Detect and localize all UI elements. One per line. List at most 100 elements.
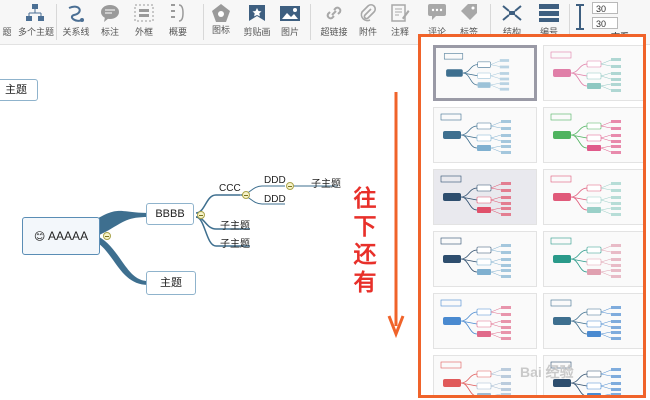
structure-icon	[502, 5, 522, 21]
numbering-label: 编号	[539, 27, 558, 37]
theme-panel[interactable]	[418, 34, 646, 398]
label-label: 标签	[459, 27, 478, 37]
label-icon	[461, 4, 477, 20]
image-icon	[280, 6, 300, 21]
branch-topic-second[interactable]: 主题	[146, 271, 196, 295]
summary-icon	[171, 4, 184, 22]
subtopic-ccc[interactable]: CCC	[219, 183, 241, 194]
multi-topic-label: 多个主题	[18, 27, 55, 37]
collapse-toggle[interactable]	[197, 211, 205, 219]
collapse-toggle[interactable]	[242, 191, 250, 199]
collapse-toggle[interactable]	[286, 182, 294, 190]
separator	[203, 4, 204, 40]
branch-topic-bbbb[interactable]: BBBB	[146, 203, 194, 225]
theme-preview-icon	[550, 361, 621, 395]
label-button[interactable]: 标签	[454, 0, 484, 44]
spacing-icon	[576, 4, 584, 30]
callout-label: 标注	[100, 27, 119, 37]
theme-preview-icon	[550, 299, 621, 340]
theme-preview-icon	[550, 51, 621, 92]
clipart-button[interactable]: 剪贴画	[240, 0, 274, 44]
central-topic-label: AAAAA	[48, 229, 89, 243]
mindmap-canvas[interactable]: 主题 😊 AAAAA BBBB 主题 CCC DDD 子主题 DDD 子主题 子…	[0, 45, 650, 400]
theme-thumbnail[interactable]	[543, 355, 643, 395]
subtopic-ddd-1[interactable]: DDD	[264, 175, 286, 186]
subtopic-ddd-2[interactable]: DDD	[264, 194, 286, 205]
theme-thumbnail[interactable]	[543, 45, 643, 101]
separator	[490, 4, 491, 40]
spacing-spinner[interactable]: 30	[592, 2, 618, 14]
branch-topic-bbbb-label: BBBB	[155, 208, 185, 220]
spacing-spinner-2[interactable]: 30	[592, 17, 618, 29]
separator	[310, 4, 311, 40]
subtopic-1[interactable]: 子主题	[220, 221, 250, 232]
hyperlink-button[interactable]: 超链接	[316, 0, 352, 44]
branch-topic-second-label: 主题	[160, 277, 182, 289]
boundary-button[interactable]: 外框	[130, 0, 158, 44]
scroll-down-annotation: 往 下 还 有	[350, 185, 380, 297]
subtopic-2[interactable]: 子主题	[220, 239, 250, 250]
notes-label: 注释	[390, 27, 409, 37]
marker-label: 图标	[211, 25, 230, 35]
structure-button[interactable]: 结构	[494, 0, 530, 44]
summary-label: 概要	[168, 27, 187, 37]
annotation-char: 下	[353, 214, 377, 240]
boundary-label: 外框	[134, 27, 153, 37]
collapse-toggle[interactable]	[103, 232, 111, 240]
theme-preview-icon	[443, 53, 510, 91]
comment-label: 评论	[427, 27, 446, 37]
relationship-label: 关系线	[62, 27, 90, 37]
hyperlink-label: 超链接	[320, 27, 348, 37]
multi-topic-button[interactable]: 多个主题	[18, 0, 55, 44]
summary-button[interactable]: 概要	[164, 0, 192, 44]
multi-topic-icon	[26, 4, 44, 21]
toolbar: 题 多个主题 关系线 标注 外框 概要 图标 剪贴画 图片 超链接 附件	[0, 0, 650, 45]
theme-preview-icon	[550, 175, 621, 216]
numbering-icon	[539, 4, 559, 22]
theme-thumbnail[interactable]	[433, 355, 537, 395]
relationship-icon	[68, 5, 84, 22]
theme-preview-icon	[550, 113, 621, 154]
callout-button[interactable]: 标注	[96, 0, 124, 44]
theme-thumbnail[interactable]	[433, 107, 537, 163]
annotation-char: 还	[353, 242, 377, 268]
comment-button[interactable]: 评论	[420, 0, 454, 44]
theme-thumbnail[interactable]	[543, 293, 643, 349]
image-button[interactable]: 图片	[276, 0, 304, 44]
relationship-button[interactable]: 关系线	[60, 0, 92, 44]
central-topic[interactable]: 😊 AAAAA	[22, 217, 100, 255]
theme-thumbnail[interactable]	[433, 45, 537, 101]
theme-thumbnail[interactable]	[433, 231, 537, 287]
notes-icon	[391, 4, 410, 22]
watermark: Bai 经验	[520, 364, 574, 380]
theme-thumbnail[interactable]	[543, 107, 643, 163]
theme-thumbnail[interactable]	[543, 169, 643, 225]
comment-icon	[428, 4, 446, 20]
structure-label: 结构	[502, 27, 521, 37]
floating-topic[interactable]: 主题	[0, 79, 38, 101]
numbering-button[interactable]: 编号	[532, 0, 566, 44]
topic-button[interactable]: 题	[0, 0, 22, 44]
notes-button[interactable]: 注释	[386, 0, 414, 44]
theme-thumbnail[interactable]	[543, 231, 643, 287]
theme-preview-icon	[550, 237, 621, 278]
floating-topic-label: 主题	[5, 84, 27, 96]
theme-thumbnail[interactable]	[433, 169, 537, 225]
theme-preview-icon	[440, 299, 511, 340]
theme-preview-icon	[440, 237, 511, 278]
separator	[56, 4, 57, 40]
smile-icon: 😊	[33, 230, 46, 243]
theme-preview-icon	[440, 175, 511, 216]
topic-label: 题	[2, 27, 12, 37]
attachment-button[interactable]: 附件	[354, 0, 382, 44]
marker-button[interactable]: 图标	[206, 0, 236, 44]
separator	[569, 4, 570, 40]
theme-thumbnail[interactable]	[433, 293, 537, 349]
image-label: 图片	[280, 27, 299, 37]
boundary-icon	[134, 4, 154, 22]
subtopic-right[interactable]: 子主题	[311, 179, 341, 190]
theme-preview-icon	[440, 361, 511, 395]
attachment-icon	[360, 3, 377, 22]
clipart-label: 剪贴画	[243, 27, 271, 37]
marker-icon	[212, 4, 230, 22]
